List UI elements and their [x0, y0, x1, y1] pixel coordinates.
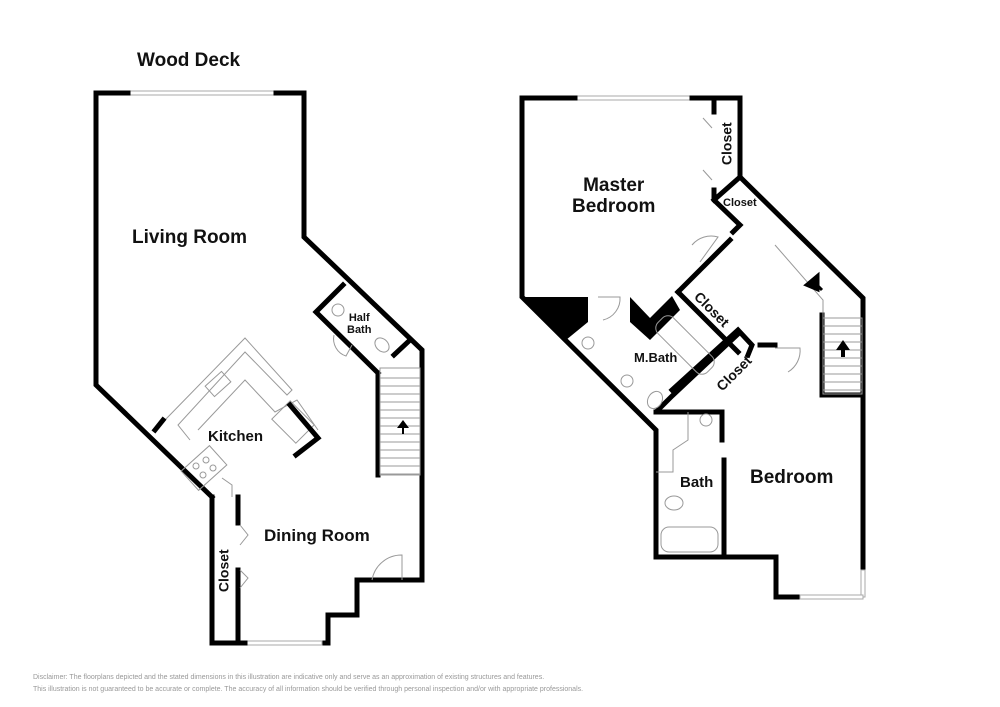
stove-icon: [180, 444, 228, 492]
wall: [93, 90, 216, 501]
door-swing: [598, 296, 621, 321]
window: [244, 640, 323, 646]
sink-icon: [620, 374, 634, 388]
door-swing: [333, 334, 353, 357]
closet-label: Closet: [215, 549, 232, 593]
bathtub-icon: [655, 315, 715, 375]
wall: [710, 173, 744, 204]
door-swing: [775, 347, 801, 373]
bath-label: Bath: [680, 474, 714, 491]
bath-wall: [653, 409, 725, 443]
door-swing: [371, 554, 403, 581]
wall-block: [630, 296, 680, 340]
wall: [390, 336, 414, 359]
stair-arrow-icon: [836, 340, 850, 357]
half-bath-label: Half Bath: [347, 312, 372, 337]
disclaimer-line-1: Disclaimer: The floorplans depicted and …: [33, 674, 545, 681]
closet-label: Closet: [723, 197, 757, 209]
toilet-icon: [374, 337, 390, 353]
window: [860, 569, 866, 598]
refrigerator-icon: [271, 400, 315, 444]
wall: [273, 90, 425, 646]
second-floor: [519, 95, 866, 600]
m-bath-label: M.Bath: [634, 350, 678, 365]
stair-arrow-icon: [803, 271, 824, 293]
dining-room-label: Dining Room: [264, 526, 370, 545]
kitchen-label: Kitchen: [208, 428, 264, 445]
closet-label: Closet: [718, 122, 735, 166]
bedroom-label: Bedroom: [750, 467, 834, 488]
master-bedroom-label: Master Bedroom: [572, 175, 656, 217]
wall: [151, 416, 167, 434]
window: [574, 95, 693, 101]
stair-arrow-icon: [397, 420, 409, 434]
window: [799, 594, 864, 600]
sink-icon: [204, 370, 232, 398]
closet-doors: [702, 117, 713, 181]
kitchen-counters: [151, 337, 322, 497]
toilet-icon: [646, 390, 664, 410]
stairs: [379, 367, 421, 476]
toilet-icon: [664, 495, 684, 511]
living-room-label: Living Room: [132, 227, 248, 248]
sink-icon: [331, 303, 345, 317]
wall: [519, 95, 803, 600]
bathtub-icon: [660, 526, 719, 553]
sliding-door-window: [127, 90, 277, 96]
wall: [286, 401, 322, 459]
stairs: [774, 244, 863, 395]
door-swing: [691, 235, 719, 263]
closet-doors: [239, 524, 249, 589]
sink-icon: [699, 413, 713, 427]
closet-wall: [668, 326, 755, 394]
wall-block: [522, 297, 588, 340]
sink-icon: [581, 336, 595, 350]
wall: [653, 330, 742, 415]
wall: [209, 494, 248, 646]
first-floor: [93, 90, 425, 646]
wall: [711, 187, 744, 236]
wall: [674, 236, 734, 296]
stair-wall: [819, 312, 866, 398]
wood-deck-label: Wood Deck: [137, 50, 241, 71]
disclaimer-line-2: This illustration is not guaranteed to b…: [33, 686, 584, 693]
half-bath-wall: [312, 281, 382, 377]
